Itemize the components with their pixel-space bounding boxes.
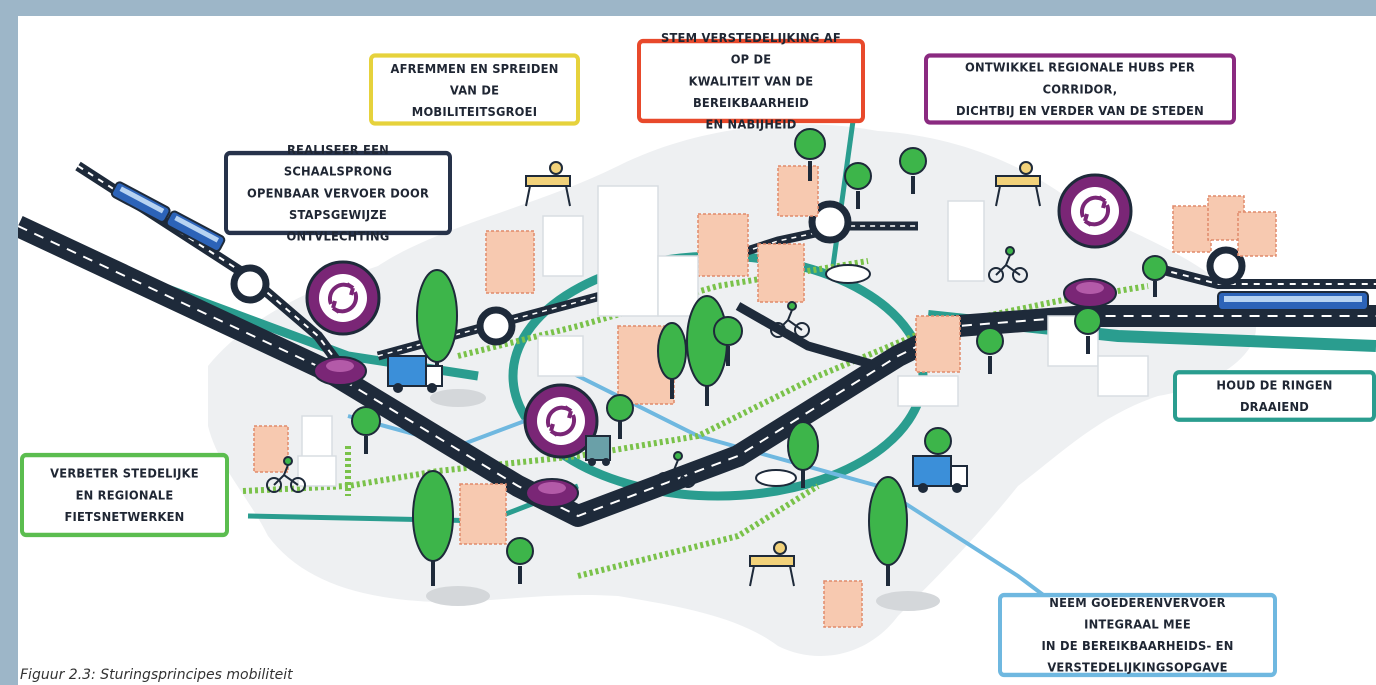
buildings [253,165,1277,628]
label-houd: HOUD DE RINGEN DRAAIEND [1173,370,1376,422]
label-afremmen: AFREMMEN EN SPREIDEN VAN DE MOBILITEITSG… [369,53,580,126]
main-road [18,216,1376,527]
bike-lane-4 [577,483,820,579]
bike-lane-1 [242,283,1149,494]
label-ontwikkel: ONTWIKKEL REGIONALE HUBS PER CORRIDOR, D… [924,53,1236,125]
cyclist-icon [266,246,1028,493]
trees [351,128,1168,586]
ground-shadows [426,389,940,611]
hub-station-cores [326,282,1104,494]
label-verbeter: VERBETER STEDELIJKE EN REGIONALE FIETSNE… [20,452,229,538]
interchange-arrows-icon [305,173,1133,459]
car-icon [755,264,871,487]
label-realiseer: REALISEER EEN SCHAALSPRONG OPENBAAR VERV… [224,142,452,244]
roundabout-icon [230,200,1246,346]
train-icon [110,181,1369,311]
mobility-scene [18,120,1376,656]
label-stem: STEM VERSTEDELIJKING AF OP DE KWALITEIT … [637,30,865,132]
bike-lane-2 [457,258,869,359]
workplace-desk-icon [525,161,1041,587]
figure-caption: Figuur 2.3: Sturingsprincipes mobiliteit [20,667,297,683]
label-neem: NEEM GOEDERENVERVOER INTEGRAAL MEE IN DE… [998,592,1277,678]
truck-icon [387,355,968,493]
illustration-page: AFREMMEN EN SPREIDEN VAN DE MOBILITEITSG… [18,16,1376,685]
white-buildings [297,185,1149,487]
